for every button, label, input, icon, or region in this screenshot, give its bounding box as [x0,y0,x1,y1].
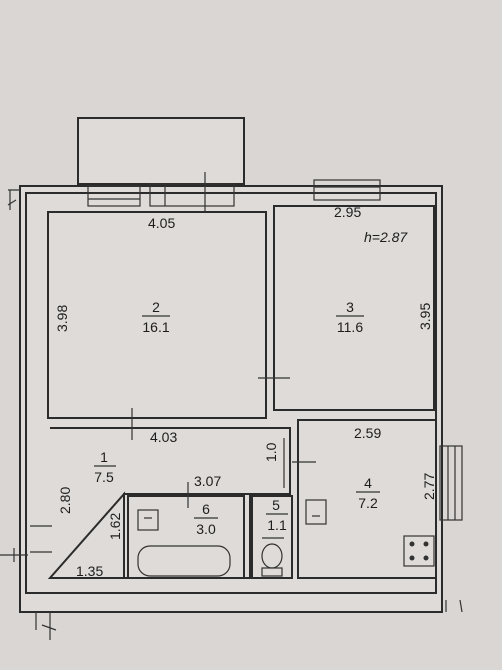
room-area: 3.0 [196,521,216,537]
room-label-2: 2 16.1 [142,299,170,335]
room-area: 7.2 [358,495,378,511]
dim-hall-bottom: 1.35 [76,563,103,579]
dim-r4-width: 2.59 [354,425,381,441]
room-label-4: 4 7.2 [356,475,380,511]
room-area: 7.5 [94,469,114,485]
stove-icon [403,535,435,567]
dim-bath-width: 3.07 [194,473,221,489]
window-room-2 [87,185,141,207]
dim-r2-height: 3.98 [54,305,70,332]
ceiling-height: h=2.87 [364,229,408,245]
room-4 [297,419,437,579]
room-area: 1.1 [267,517,287,533]
dim-r4-height: 2.77 [421,473,437,500]
room-label-1: 1 7.5 [94,449,116,485]
room-area: 16.1 [142,319,169,335]
room-5 [251,495,293,579]
balcony [77,117,245,185]
toilet-icon [261,543,283,577]
dim-corridor: 1.0 [263,442,279,462]
room-label-6: 6 3.0 [194,501,218,537]
room-6 [127,495,245,579]
bathtub-icon [137,545,231,577]
kitchen-sink-icon [305,499,327,525]
room-number: 1 [100,449,108,465]
window-room-3 [313,179,381,201]
dim-hall-inner: 1.62 [107,513,123,540]
room-area: 11.6 [337,319,363,335]
room-number: 3 [346,299,354,315]
dim-r3-height: 3.95 [417,303,433,330]
dim-r2-bottom: 4.03 [150,429,177,445]
sink-icon [137,509,159,531]
entry-steps [439,445,463,521]
room-number: 4 [364,475,372,491]
room-label-3: 3 11.6 [336,299,364,335]
room-number: 5 [272,497,280,513]
room-2 [47,211,267,419]
room-label-5: 5 1.1 [266,497,288,533]
dim-hall-height: 2.80 [57,487,73,514]
room-number: 2 [152,299,160,315]
dim-r3-width: 2.95 [334,204,361,220]
room-3 [273,205,435,411]
room-number: 6 [202,501,210,517]
dim-r2-width: 4.05 [148,215,175,231]
door-marks [30,377,316,553]
